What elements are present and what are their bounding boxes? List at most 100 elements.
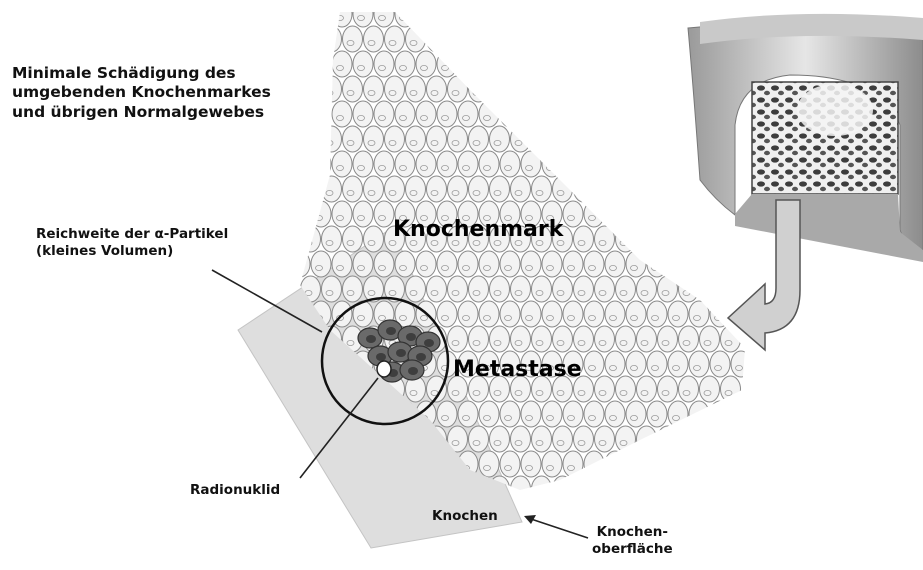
- marrow-cell: [490, 126, 510, 152]
- marrow-cell: [311, 151, 331, 177]
- marrow-cell: [343, 176, 363, 202]
- marrow-cell: [458, 1, 478, 27]
- marrow-cell-nucleus: [631, 215, 638, 220]
- marrow-cell: [647, 451, 667, 477]
- marrow-cell: [658, 326, 678, 352]
- marrow-cell: [553, 176, 573, 202]
- marrow-cell: [731, 451, 751, 477]
- marrow-cell-nucleus: [305, 90, 312, 95]
- marrow-cell-nucleus: [578, 40, 585, 45]
- marrow-cell: [553, 426, 573, 452]
- marrow-cell-nucleus: [578, 140, 585, 145]
- marrow-cell-nucleus: [431, 40, 438, 45]
- marrow-cell-nucleus: [305, 140, 312, 145]
- marrow-cell: [626, 201, 646, 227]
- marrow-cell: [395, 1, 415, 27]
- marrow-cell: [647, 401, 667, 427]
- marrow-cell: [458, 251, 478, 277]
- marrow-cell-nucleus: [452, 40, 459, 45]
- marrow-cell: [343, 26, 363, 52]
- marrow-cell: [574, 326, 594, 352]
- marrow-cell-nucleus: [589, 115, 596, 120]
- marrow-cell-nucleus: [736, 415, 743, 420]
- marrow-cell: [521, 251, 541, 277]
- marrow-cell-nucleus: [736, 465, 743, 470]
- marrow-cell: [427, 176, 447, 202]
- tumor-cell-nucleus: [424, 339, 434, 347]
- marrow-cell: [668, 101, 688, 127]
- marrow-cell: [584, 401, 604, 427]
- marrow-cell: [521, 301, 541, 327]
- marrow-cell: [364, 26, 384, 52]
- marrow-cell: [668, 151, 688, 177]
- marrow-cell: [647, 51, 667, 77]
- marrow-cell: [574, 426, 594, 452]
- marrow-cell-nucleus: [547, 115, 554, 120]
- marrow-cell: [353, 151, 373, 177]
- marrow-cell: [637, 76, 657, 102]
- marrow-cell: [574, 26, 594, 52]
- tumor-cell-nucleus: [408, 367, 418, 375]
- marrow-cell-nucleus: [526, 115, 533, 120]
- marrow-cell: [542, 1, 562, 27]
- marrow-cell-nucleus: [673, 165, 680, 170]
- marrow-cell: [332, 151, 352, 177]
- marrow-cell: [511, 26, 531, 52]
- marrow-cell: [721, 326, 741, 352]
- marrow-cell: [647, 301, 667, 327]
- marrow-cell-nucleus: [662, 440, 669, 445]
- marrow-cell: [343, 126, 363, 152]
- marrow-cell: [490, 326, 510, 352]
- marrow-cell-nucleus: [673, 15, 680, 20]
- marrow-cell: [563, 51, 583, 77]
- marrow-cell: [511, 476, 531, 502]
- marrow-cell: [395, 251, 415, 277]
- marrow-cell: [658, 76, 678, 102]
- marrow-cell: [605, 251, 625, 277]
- marrow-cell-nucleus: [652, 215, 659, 220]
- marrow-cell: [605, 201, 625, 227]
- marrow-cell: [626, 101, 646, 127]
- marrow-cell-nucleus: [326, 40, 333, 45]
- marrow-cell: [479, 101, 499, 127]
- marrow-cell-nucleus: [578, 190, 585, 195]
- marrow-cell: [658, 26, 678, 52]
- marrow-cell-nucleus: [641, 490, 648, 495]
- marrow-cell: [574, 126, 594, 152]
- marrow-cell: [511, 276, 531, 302]
- marrow-cell: [311, 1, 331, 27]
- marrow-cell: [595, 426, 615, 452]
- marrow-cell-nucleus: [662, 40, 669, 45]
- marrow-cell-nucleus: [631, 165, 638, 170]
- marrow-cell: [563, 1, 583, 27]
- marrow-cell-nucleus: [526, 15, 533, 20]
- marrow-cell-nucleus: [631, 115, 638, 120]
- marrow-cell-nucleus: [683, 140, 690, 145]
- marrow-cell: [364, 76, 384, 102]
- marrow-cell: [500, 51, 520, 77]
- marrow-cell-nucleus: [599, 40, 606, 45]
- marrow-cell: [595, 176, 615, 202]
- marrow-cell: [647, 1, 667, 27]
- tumor-cell-nucleus: [366, 335, 376, 343]
- marrow-cell: [343, 276, 363, 302]
- marrow-cell: [595, 126, 615, 152]
- marrow-cell: [385, 26, 405, 52]
- marrow-cell: [647, 201, 667, 227]
- marrow-cell: [700, 326, 720, 352]
- marrow-cell: [469, 426, 489, 452]
- marrow-cell: [700, 476, 720, 502]
- marrow-cell: [647, 151, 667, 177]
- marrow-cell: [395, 151, 415, 177]
- marrow-cell: [427, 26, 447, 52]
- marrow-cell: [721, 376, 741, 402]
- marrow-cell: [689, 201, 709, 227]
- marrow-cell-nucleus: [610, 15, 617, 20]
- marrow-cell-nucleus: [725, 490, 732, 495]
- marrow-cell: [542, 251, 562, 277]
- marrow-cell: [668, 201, 688, 227]
- tumor-cell-nucleus: [416, 353, 426, 361]
- marrow-cell: [301, 476, 321, 502]
- marrow-cell: [595, 326, 615, 352]
